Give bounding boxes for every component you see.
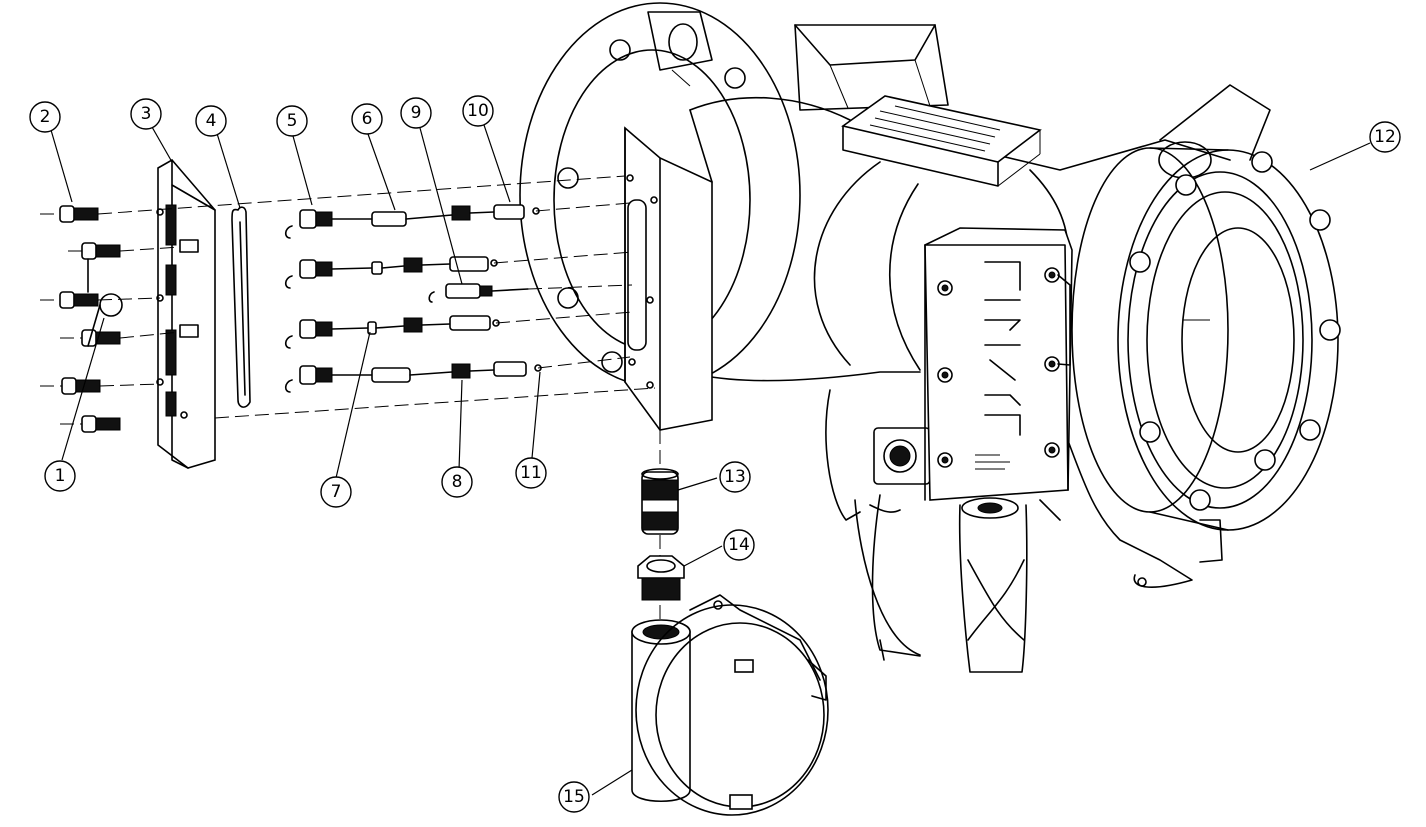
- callout-14: 14: [723, 529, 755, 561]
- assembly-lines: [40, 175, 661, 630]
- screws: [59, 205, 123, 433]
- callout-label: 14: [728, 535, 750, 555]
- callout-3: 3: [130, 98, 162, 130]
- callout-4: 4: [195, 105, 227, 137]
- cover-plate: [156, 158, 216, 469]
- callout-label: 12: [1374, 127, 1396, 147]
- callout-label: 11: [520, 463, 542, 483]
- callout-label: 7: [331, 482, 342, 502]
- conduit-parts: [631, 468, 829, 816]
- callout-13: 13: [719, 461, 751, 493]
- callouts: 2 3 4 5 6 9 10 1 7 8 11 12 13 14 15: [29, 95, 1401, 813]
- callout-label: 1: [55, 466, 66, 486]
- callout-9: 9: [400, 97, 432, 129]
- gasket: [231, 206, 251, 408]
- callout-7: 7: [320, 476, 352, 508]
- callout-label: 4: [206, 111, 217, 131]
- electrode-rows: [284, 204, 542, 393]
- controller-housing: [924, 227, 1073, 501]
- callout-2: 2: [29, 101, 61, 133]
- callout-leaders: [50, 124, 1371, 796]
- callout-label: 3: [141, 104, 152, 124]
- callout-label: 2: [40, 107, 51, 127]
- main-valve-body: [519, 2, 1231, 673]
- callout-15: 15: [558, 781, 590, 813]
- callout-label: 13: [724, 467, 746, 487]
- callout-5: 5: [276, 105, 308, 137]
- callout-label: 5: [287, 111, 298, 131]
- callout-label: 6: [362, 109, 373, 129]
- callout-10: 10: [462, 95, 494, 127]
- outlet-flange: [1071, 84, 1341, 531]
- callout-6: 6: [351, 103, 383, 135]
- callout-8: 8: [441, 466, 473, 498]
- callout-label: 10: [467, 101, 489, 121]
- callout-12: 12: [1369, 121, 1401, 153]
- callout-11: 11: [515, 457, 547, 489]
- mounting-adapter: [624, 126, 713, 431]
- callout-label: 8: [452, 472, 463, 492]
- callout-label: 9: [411, 103, 422, 123]
- callout-label: 15: [563, 787, 585, 807]
- callout-1: 1: [44, 460, 76, 492]
